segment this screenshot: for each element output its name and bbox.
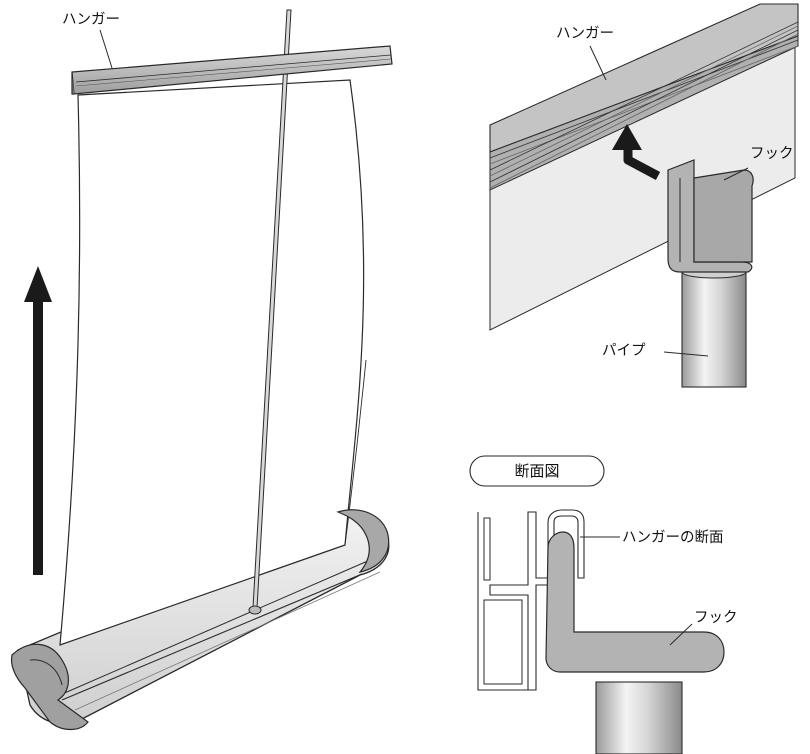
base-end-cap-left <box>10 643 89 731</box>
detail-pipe <box>681 271 747 388</box>
main-hanger-label: ハンガー <box>62 11 120 28</box>
pole-socket <box>248 605 262 615</box>
base-end-cap-right <box>336 509 390 573</box>
section-hook-profile <box>545 531 725 673</box>
top-hanger-bar <box>71 45 393 95</box>
section-pipe <box>595 681 683 754</box>
banner-stand: ハンガー <box>10 9 393 731</box>
detail-hook-label: フック <box>750 145 794 162</box>
detail-hanger-label: ハンガー <box>556 25 614 42</box>
detail-pipe-label: パイプ <box>602 342 646 359</box>
cross-section-diagram: 断面図 ハンガーの断面 フック <box>469 455 738 754</box>
detail-hanger-rail <box>489 3 799 153</box>
hanger-hook-detail: ハンガー フック パイプ <box>489 3 799 388</box>
up-arrow-icon <box>24 266 52 575</box>
banner-sheet <box>59 79 365 646</box>
section-hook-label: フック <box>694 609 738 626</box>
section-title: 断面図 <box>514 462 559 480</box>
section-hanger-label: ハンガーの断面 <box>622 529 724 546</box>
section-title-pill <box>469 455 605 487</box>
curved-up-arrow-icon <box>612 124 661 180</box>
